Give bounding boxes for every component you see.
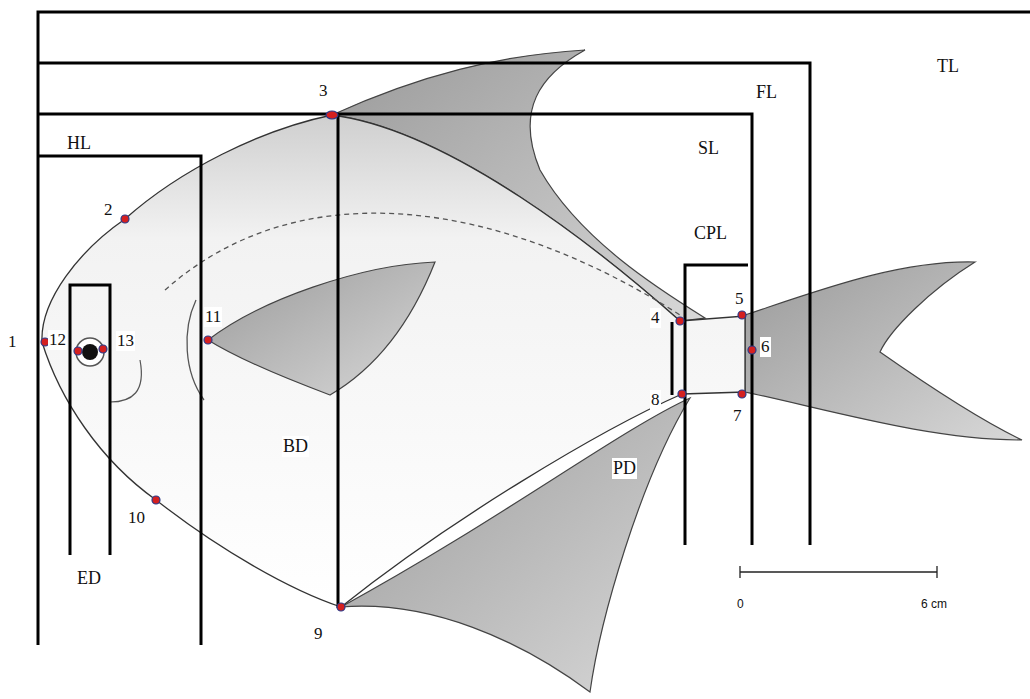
pectoral-fin [208, 262, 435, 395]
callout-number: 2 [103, 200, 114, 220]
scale-label: 0 [736, 598, 745, 612]
callout-number: 8 [650, 390, 661, 410]
measurement-lines [38, 12, 1030, 645]
callout-number: 13 [116, 331, 135, 351]
callout-number: 4 [650, 308, 661, 328]
callout-number: 12 [48, 330, 67, 350]
scale-label: 6 cm [920, 598, 948, 612]
pupil [82, 344, 98, 360]
callout-number: 7 [732, 406, 743, 426]
callout-number: 1 [7, 332, 18, 352]
preopercle [110, 360, 141, 402]
callout-number: 11 [204, 307, 222, 327]
measure-label: TL [936, 56, 960, 77]
measure-label: CPL [693, 223, 728, 244]
measure-label: BD [282, 436, 309, 457]
measure-label: HL [66, 133, 92, 154]
measure-label: PD [612, 458, 637, 479]
callout-number: 5 [734, 289, 745, 309]
callout-number: 3 [318, 81, 329, 101]
callout-number: 6 [760, 337, 771, 357]
fish-body [42, 115, 745, 607]
landmark-dots [41, 111, 756, 611]
caudal-fin [745, 262, 1022, 440]
measure-label: FL [755, 82, 778, 103]
callout-number: 9 [313, 624, 324, 644]
measure-label: ED [76, 568, 102, 589]
scale-bar [740, 566, 937, 578]
measure-label: SL [697, 138, 720, 159]
callout-number: 10 [127, 508, 146, 528]
